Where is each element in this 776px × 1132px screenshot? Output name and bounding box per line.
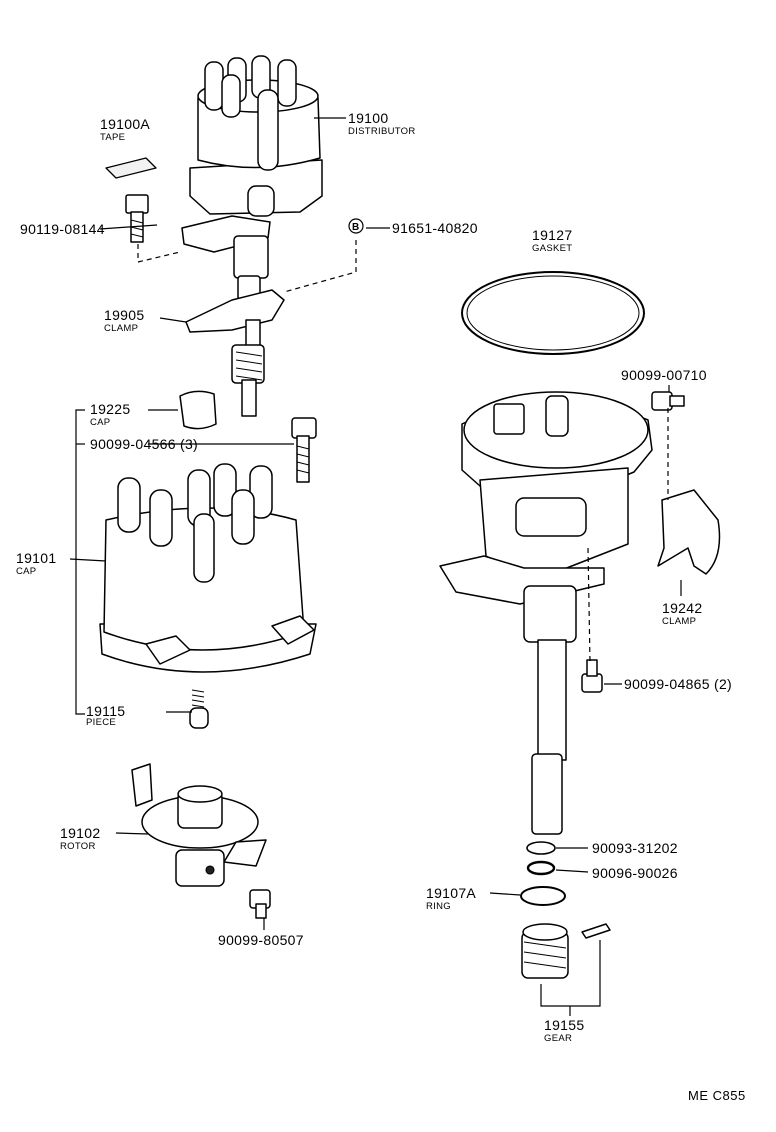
label-90099-80507: 90099-80507 [218,932,304,948]
side-screw-illustration [581,659,603,693]
svg-text:19225: 19225 [90,401,130,417]
piece-illustration [189,689,209,729]
label-19107A: 19107A RING [426,885,476,912]
svg-text:B: B [352,222,360,233]
label-19101: 19101 CAP [16,550,56,577]
washer-90026-illustration [526,860,556,876]
svg-text:19100: 19100 [348,110,388,126]
label-90099-04865: 90099-04865 (2) [624,676,732,692]
svg-text:91651-40820: 91651-40820 [392,220,478,236]
top-screw-illustration [651,391,685,411]
svg-text:19115: 19115 [86,703,125,719]
label-19115: 19115 PIECE [86,703,125,728]
label-19155: 19155 GEAR [544,1017,584,1044]
distributor-illustration [181,55,323,307]
svg-text:19107A: 19107A [426,885,476,901]
svg-text:ROTOR: ROTOR [60,841,96,852]
svg-text:RING: RING [426,901,451,912]
label-91651-40820: B 91651-40820 [348,218,478,236]
svg-text:GASKET: GASKET [532,243,572,254]
label-90099-04566: 90099-04566 (3) [90,436,198,452]
svg-text:19905: 19905 [104,307,144,323]
label-19127: 19127 GASKET [532,227,572,254]
reference-code: ME C855 [688,1088,746,1103]
distributor-exploded-illustration [439,391,653,835]
label-90093-31202: 90093-31202 [592,840,678,856]
label-19225: 19225 CAP [90,401,130,428]
svg-text:PIECE: PIECE [86,717,116,728]
clamp-19242-illustration [657,489,721,575]
distributor-cap-illustration [99,463,317,673]
svg-text:19100A: 19100A [100,116,150,132]
svg-text:CAP: CAP [90,417,110,428]
label-90096-90026: 90096-90026 [592,865,678,881]
label-19100A: 19100A TAPE [100,116,150,143]
svg-text:TAPE: TAPE [100,132,125,143]
svg-text:19155: 19155 [544,1017,584,1033]
svg-text:19102: 19102 [60,825,100,841]
svg-text:GEAR: GEAR [544,1033,572,1044]
label-19100: 19100 DISTRIBUTOR [348,110,416,137]
cap-screw-illustration [291,417,317,483]
washer-31202-illustration [526,841,556,855]
rotor-illustration [131,763,267,887]
distributor-shaft-illustration [231,319,265,417]
clamp-19905-illustration [185,289,285,333]
svg-text:CAP: CAP [16,566,36,577]
label-90099-00710: 90099-00710 [621,367,707,383]
gasket-illustration [461,271,645,355]
rotor-screw-illustration [249,889,271,919]
ring-illustration [520,886,566,906]
tape-illustration [105,157,157,179]
label-19905: 19905 CLAMP [104,307,144,334]
svg-text:19242: 19242 [662,600,702,616]
label-90119-08144: 90119-08144 [20,221,105,237]
gear-illustration [521,923,611,979]
svg-text:CLAMP: CLAMP [104,323,138,334]
label-19102: 19102 ROTOR [60,825,100,852]
svg-text:CLAMP: CLAMP [662,616,696,627]
svg-text:19127: 19127 [532,227,572,243]
leader-lines [69,117,682,1016]
label-19242: 19242 CLAMP [662,600,702,627]
bolt-illustration [125,194,149,243]
svg-text:19101: 19101 [16,550,56,566]
svg-text:DISTRIBUTOR: DISTRIBUTOR [348,126,416,137]
small-cap-illustration [179,390,217,430]
